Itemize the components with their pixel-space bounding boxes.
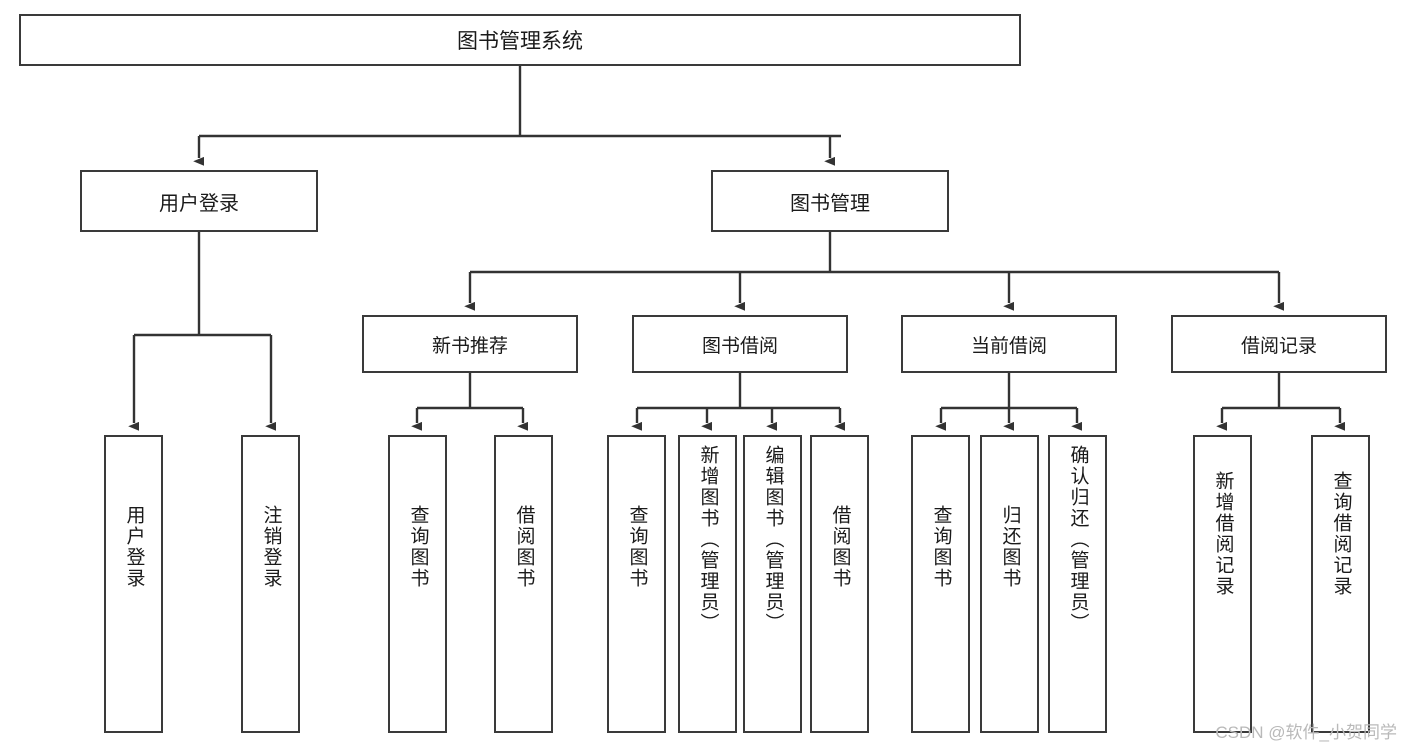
node-book-manage[interactable]: 图书管理 [711, 170, 949, 232]
node-leaf-query-book-1[interactable]: 查询图书 [388, 435, 447, 733]
node-user-login[interactable]: 用户登录 [80, 170, 318, 232]
node-leaf-query-record[interactable]: 查询借阅记录 [1311, 435, 1370, 733]
node-leaf-borrow-book-1-label: 借阅图书 [513, 505, 535, 589]
watermark-text: CSDN @软件_小贺同学 [1215, 723, 1397, 742]
node-leaf-add-book[interactable]: 新增图书（管理员） [678, 435, 737, 733]
node-leaf-user-logout-label: 注销登录 [260, 505, 282, 589]
node-new-book-rec[interactable]: 新书推荐 [362, 315, 578, 373]
node-leaf-query-record-label: 查询借阅记录 [1330, 471, 1352, 597]
node-leaf-user-login-label: 用户登录 [123, 505, 145, 589]
node-new-book-rec-label: 新书推荐 [431, 335, 508, 357]
node-leaf-borrow-book-1[interactable]: 借阅图书 [494, 435, 553, 733]
node-book-borrow-label: 图书借阅 [701, 335, 778, 357]
node-leaf-query-book-3[interactable]: 查询图书 [911, 435, 970, 733]
node-leaf-user-logout[interactable]: 注销登录 [241, 435, 300, 733]
node-leaf-query-book-1-label: 查询图书 [407, 505, 429, 589]
node-leaf-borrow-book-2[interactable]: 借阅图书 [810, 435, 869, 733]
node-leaf-edit-book[interactable]: 编辑图书（管理员） [743, 435, 802, 733]
node-leaf-edit-book-label: 编辑图书（管理员） [762, 445, 784, 634]
node-leaf-confirm-return-label: 确认归还（管理员） [1067, 445, 1089, 634]
node-leaf-return-book[interactable]: 归还图书 [980, 435, 1039, 733]
node-leaf-confirm-return[interactable]: 确认归还（管理员） [1048, 435, 1107, 733]
node-leaf-query-book-3-label: 查询图书 [930, 505, 952, 589]
node-book-borrow[interactable]: 图书借阅 [632, 315, 848, 373]
node-current-borrow-label: 当前借阅 [970, 335, 1047, 357]
node-borrow-record[interactable]: 借阅记录 [1171, 315, 1387, 373]
node-leaf-return-book-label: 归还图书 [999, 505, 1021, 589]
node-current-borrow[interactable]: 当前借阅 [901, 315, 1117, 373]
node-leaf-add-book-label: 新增图书（管理员） [697, 445, 719, 634]
node-borrow-record-label: 借阅记录 [1240, 335, 1317, 357]
node-leaf-add-record[interactable]: 新增借阅记录 [1193, 435, 1252, 733]
node-leaf-add-record-label: 新增借阅记录 [1212, 471, 1234, 597]
node-root-label: 图书管理系统 [457, 30, 583, 53]
node-leaf-query-book-2-label: 查询图书 [626, 505, 648, 589]
node-book-manage-label: 图书管理 [790, 192, 870, 215]
node-leaf-user-login[interactable]: 用户登录 [104, 435, 163, 733]
node-user-login-label: 用户登录 [159, 192, 239, 215]
node-leaf-borrow-book-2-label: 借阅图书 [829, 505, 851, 589]
node-root[interactable]: 图书管理系统 [19, 14, 1021, 66]
node-leaf-query-book-2[interactable]: 查询图书 [607, 435, 666, 733]
